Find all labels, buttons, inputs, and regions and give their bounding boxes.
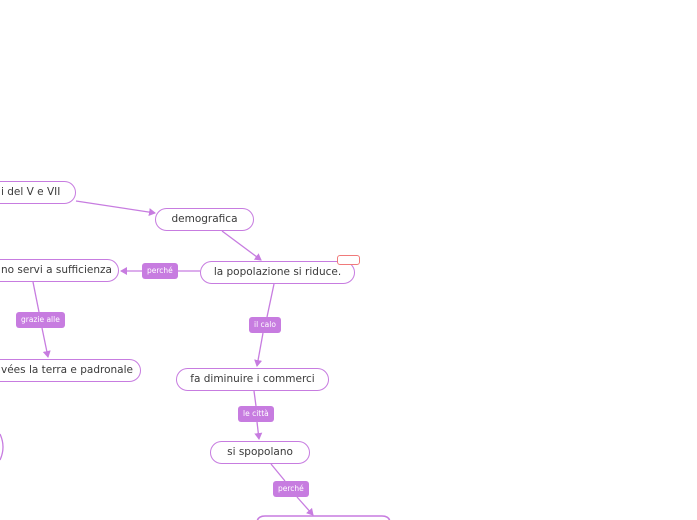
node-marker bbox=[337, 255, 360, 265]
connector-commerci-lecitta bbox=[253, 390, 257, 407]
node-popolazione[interactable]: la popolazione si riduce. bbox=[200, 261, 355, 284]
partial-node-bottom bbox=[256, 515, 391, 520]
node-terra-text: vées la terra e padronale bbox=[1, 364, 133, 376]
node-demografica[interactable]: demografica bbox=[155, 208, 254, 231]
node-servi[interactable]: no servi a sufficienza bbox=[0, 259, 119, 282]
node-spopolano[interactable]: si spopolano bbox=[210, 441, 310, 464]
node-servi-text: no servi a sufficienza bbox=[1, 264, 112, 276]
node-terra[interactable]: vées la terra e padronale bbox=[0, 359, 141, 382]
connector-perche-next bbox=[296, 496, 314, 516]
connector-demografica-popolazione bbox=[221, 230, 262, 261]
node-popolazione-text: la popolazione si riduce. bbox=[213, 266, 342, 278]
node-secoli[interactable]: i del V e VII bbox=[0, 181, 76, 204]
connector-servi-grazie bbox=[32, 281, 40, 313]
node-secoli-text: i del V e VII bbox=[1, 186, 61, 198]
node-spopolano-text: si spopolano bbox=[227, 446, 293, 458]
link-label-il-calo[interactable]: il calo bbox=[249, 317, 281, 333]
node-demografica-text: demografica bbox=[171, 213, 238, 225]
node-commerci[interactable]: fa diminuire i commerci bbox=[176, 368, 329, 391]
link-label-perche-1[interactable]: perché bbox=[142, 263, 178, 279]
connector-secoli-demografica bbox=[75, 200, 156, 217]
link-label-le-citta[interactable]: le città bbox=[238, 406, 274, 422]
connector-popolazione-ilcalo bbox=[266, 283, 275, 318]
connector-grazie-terra bbox=[41, 327, 51, 358]
node-commerci-text: fa diminuire i commerci bbox=[190, 373, 315, 385]
connector-lecitta-spopolano bbox=[254, 421, 263, 440]
connector-ilcalo-commerci bbox=[254, 332, 264, 367]
link-label-perche-2[interactable]: perché bbox=[273, 481, 309, 497]
link-label-grazie-alle[interactable]: grazie alle bbox=[16, 312, 65, 328]
connector-spopolano-perche bbox=[270, 463, 286, 482]
partial-node-left-edge bbox=[0, 433, 4, 461]
